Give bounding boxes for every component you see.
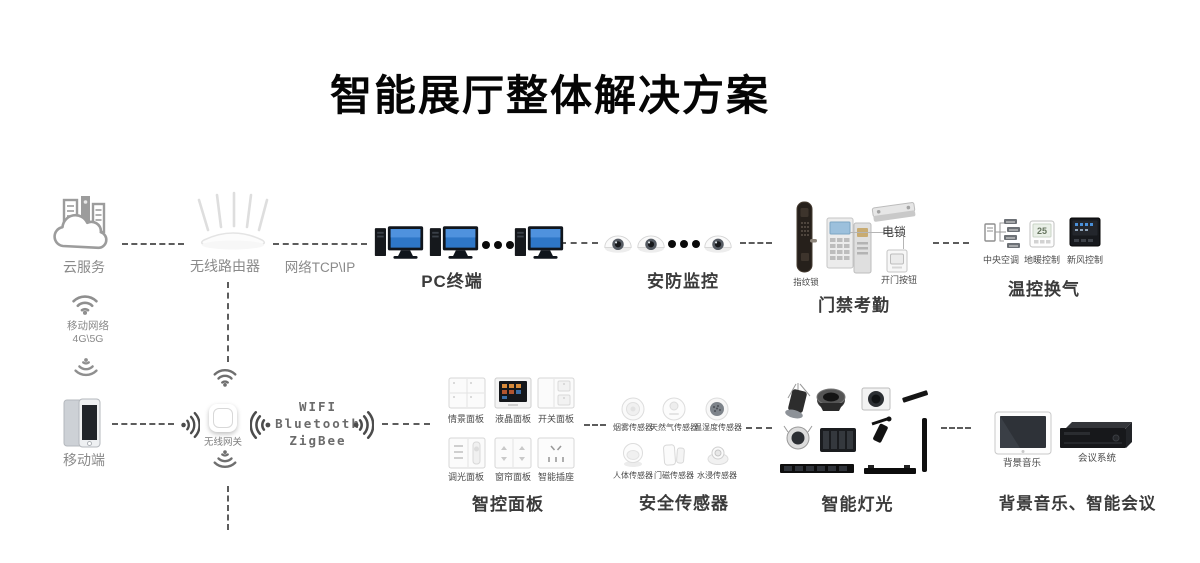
smart-socket-icon bbox=[537, 437, 575, 469]
sensor-label: 人体传感器 bbox=[613, 471, 653, 480]
panels-group-label: 智控面板 bbox=[472, 495, 544, 514]
conference-box-label: 会议系统 bbox=[1077, 453, 1116, 464]
link-gateway-down bbox=[227, 486, 229, 530]
link-gateway-panels bbox=[382, 423, 430, 425]
link-router-network bbox=[273, 243, 367, 245]
fingerprint-lock-icon bbox=[796, 201, 817, 273]
access-wire bbox=[903, 232, 904, 249]
link-mobile-gateway bbox=[112, 423, 174, 425]
av-group-label: 背景音乐、智能会议 bbox=[998, 495, 1157, 513]
sensor-label: 水浸传感器 bbox=[697, 471, 737, 480]
smart-lighting-icons bbox=[780, 383, 929, 474]
lcd-panel-icon bbox=[494, 377, 532, 409]
protocols-label: WIFI Bluetooth ZigBee bbox=[272, 398, 364, 449]
ellipsis-dots bbox=[482, 241, 514, 249]
panel-label: 调光面板 bbox=[447, 472, 484, 482]
gas-sensor-icon bbox=[662, 397, 686, 421]
fresh-air-panel-icon bbox=[1069, 217, 1101, 247]
pc-icon bbox=[373, 224, 425, 262]
access-wire bbox=[850, 232, 903, 233]
link-cloud-router bbox=[122, 243, 184, 245]
dimmer-panel-icon bbox=[448, 437, 486, 469]
lighting-group-label: 智能灯光 bbox=[821, 495, 894, 514]
humiture-sensor-icon bbox=[705, 397, 729, 421]
panel-label: 开关面板 bbox=[537, 414, 574, 424]
sensor-label: 天然气传感器 bbox=[650, 423, 698, 432]
panel-label: 情景面板 bbox=[447, 414, 484, 424]
switch-panel-icon bbox=[537, 377, 575, 409]
camera-icon bbox=[603, 232, 633, 254]
ellipsis-dots bbox=[668, 240, 700, 248]
wifi-icon-down bbox=[212, 450, 238, 472]
sensor-label: 温湿度传感器 bbox=[694, 423, 742, 432]
music-panel-icon bbox=[994, 411, 1052, 455]
access-keypad-icon bbox=[826, 217, 872, 274]
panel-label: 窗帘面板 bbox=[494, 472, 531, 482]
conference-box-icon bbox=[1060, 422, 1132, 448]
smoke-sensor-icon bbox=[621, 397, 645, 421]
wifi-icon bbox=[70, 291, 100, 315]
panel-label: 智能插座 bbox=[537, 472, 574, 482]
wireless-gateway-label: 无线网关 bbox=[203, 437, 242, 448]
sensors-group-label: 安全传感器 bbox=[639, 494, 729, 513]
music-panel-label: 背景音乐 bbox=[1002, 458, 1041, 469]
pc-icon bbox=[428, 224, 480, 262]
wifi-icon-up bbox=[212, 365, 238, 387]
floor-heating-thermostat-icon: 25 bbox=[1029, 220, 1055, 248]
hvac-item-label: 新风控制 bbox=[1066, 255, 1103, 265]
door-button-icon bbox=[886, 249, 908, 273]
mobile-label: 移动端 bbox=[63, 452, 105, 468]
cctv-label: 安防监控 bbox=[647, 272, 719, 291]
motion-sensor-icon bbox=[623, 443, 643, 467]
link-sensors-lighting bbox=[746, 427, 772, 429]
svg-text:25: 25 bbox=[1037, 226, 1047, 236]
door-sensor-icon bbox=[663, 444, 685, 466]
water-leak-sensor-icon bbox=[707, 446, 729, 465]
hvac-group-label: 温控换气 bbox=[1008, 280, 1080, 299]
link-cctv-access bbox=[740, 242, 772, 244]
mobile-network-label: 移动网络 4G\5G bbox=[67, 320, 109, 345]
wireless-gateway-icon bbox=[209, 404, 237, 432]
scene-panel-icon bbox=[448, 377, 486, 409]
cloud-service-label: 云服务 bbox=[63, 259, 105, 275]
link-pc-cctv bbox=[560, 242, 598, 244]
radio-waves-icon bbox=[250, 410, 272, 440]
mobile-phone-icon bbox=[63, 398, 101, 448]
wireless-router-icon bbox=[197, 191, 269, 250]
wireless-router-label: 无线路由器 bbox=[190, 258, 260, 274]
pc-icon bbox=[513, 224, 565, 262]
link-router-gateway bbox=[227, 282, 229, 362]
link-access-hvac bbox=[933, 242, 969, 244]
camera-icon bbox=[703, 232, 733, 254]
curtain-panel-icon bbox=[494, 437, 532, 469]
sensor-label: 门磁传感器 bbox=[654, 471, 694, 480]
protocol-zigbee: ZigBee bbox=[289, 433, 347, 448]
link-lighting-av bbox=[941, 427, 971, 429]
network-tcpip-label: 网络TCP\IP bbox=[284, 260, 356, 275]
protocol-wifi: WIFI bbox=[298, 399, 338, 414]
link-panels-sensors bbox=[584, 424, 606, 426]
electric-lock-icon bbox=[871, 202, 916, 222]
radio-waves-icon bbox=[352, 410, 374, 440]
protocol-bluetooth: Bluetooth bbox=[275, 416, 361, 431]
access-group-label: 门禁考勤 bbox=[818, 296, 890, 315]
pc-terminal-label: PC终端 bbox=[421, 272, 483, 291]
sensor-label: 烟雾传感器 bbox=[613, 423, 653, 432]
camera-icon bbox=[636, 232, 666, 254]
door-button-label: 开门按钮 bbox=[880, 275, 917, 285]
fingerprint-lock-label: 指纹锁 bbox=[793, 277, 819, 287]
hvac-item-label: 中央空调 bbox=[982, 255, 1019, 265]
panel-label: 液晶面板 bbox=[494, 414, 531, 424]
electric-lock-label: 电锁 bbox=[881, 225, 906, 239]
cloud-service-icon bbox=[53, 196, 108, 250]
page-title: 智能展厅整体解决方案 bbox=[329, 72, 770, 119]
wifi-icon-down bbox=[72, 358, 100, 380]
central-ac-icon bbox=[984, 219, 1020, 248]
hvac-item-label: 地暖控制 bbox=[1023, 255, 1060, 265]
